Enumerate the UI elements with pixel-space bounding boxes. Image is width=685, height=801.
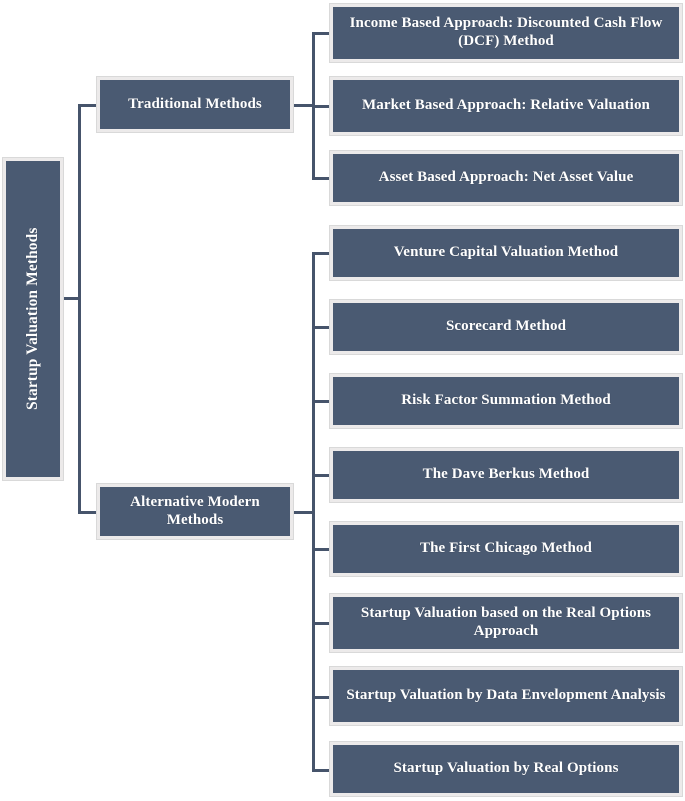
node-branch-traditional-methods[interactable]: Traditional Methods (96, 76, 294, 133)
node-leaf-risk-factor-summation-method[interactable]: Risk Factor Summation Method (329, 373, 683, 429)
connector-root-to-alternative (78, 511, 99, 514)
connector-traditional-child-1 (312, 32, 334, 35)
node-leaf-startup-valuation-data-envelopment-analysis[interactable]: Startup Valuation by Data Envelopment An… (329, 666, 683, 726)
node-leaf-market-based-approach-relative-valuation[interactable]: Market Based Approach: Relative Valuatio… (329, 76, 683, 136)
connector-alternative-child-8 (312, 769, 334, 772)
connector-root-to-traditional (78, 104, 99, 107)
connector-traditional-child-3 (312, 177, 334, 180)
connector-alternative-child-5 (312, 548, 334, 551)
node-branch-alternative-modern-methods[interactable]: Alternative Modern Methods (96, 483, 294, 540)
node-leaf-startup-valuation-real-options-approach[interactable]: Startup Valuation based on the Real Opti… (329, 593, 683, 653)
connector-traditional-child-2 (312, 105, 334, 108)
connector-alternative-child-1 (312, 252, 334, 255)
node-leaf-startup-valuation-by-real-options[interactable]: Startup Valuation by Real Options (329, 741, 683, 797)
connector-alternative-child-6 (312, 622, 334, 625)
node-leaf-scorecard-method[interactable]: Scorecard Method (329, 299, 683, 355)
node-root-startup-valuation-methods[interactable]: Startup Valuation Methods (2, 157, 64, 481)
node-leaf-income-based-approach-dcf[interactable]: Income Based Approach: Discounted Cash F… (329, 3, 683, 63)
connector-alternative-child-3 (312, 400, 334, 403)
node-leaf-the-dave-berkus-method[interactable]: The Dave Berkus Method (329, 447, 683, 503)
connector-alternative-child-4 (312, 474, 334, 477)
node-leaf-asset-based-approach-net-asset-value[interactable]: Asset Based Approach: Net Asset Value (329, 150, 683, 206)
connector-alternative-child-7 (312, 696, 334, 699)
node-leaf-the-first-chicago-method[interactable]: The First Chicago Method (329, 521, 683, 577)
connector-alternative-child-2 (312, 326, 334, 329)
connector-alternative-spine (312, 252, 315, 770)
connector-root-spine (78, 104, 81, 514)
connector-root-stub (63, 297, 81, 300)
connector-traditional-stub (290, 104, 315, 107)
connector-alternative-stub (290, 511, 315, 514)
node-leaf-venture-capital-valuation-method[interactable]: Venture Capital Valuation Method (329, 225, 683, 281)
